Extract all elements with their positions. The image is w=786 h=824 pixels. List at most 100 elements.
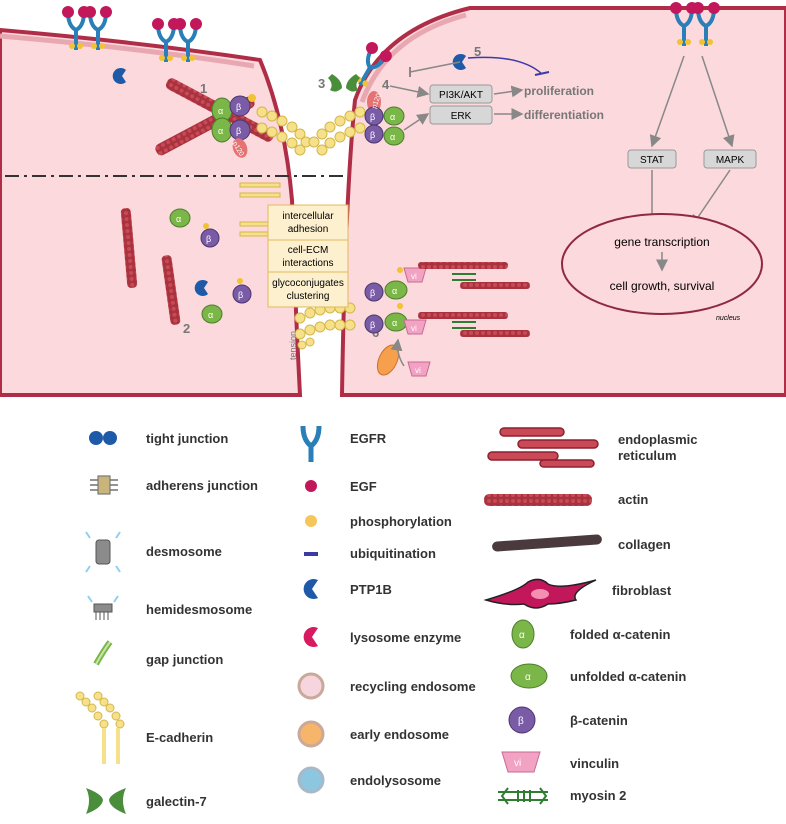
legend-folded-alpha-catenin: folded α-catenin bbox=[570, 627, 670, 642]
alpha-catenin-letter: α bbox=[392, 318, 397, 328]
folded-alpha-catenin-icon: α bbox=[511, 619, 535, 649]
desmosome-icon bbox=[85, 531, 121, 573]
legend-recycling-endosome: recycling endosome bbox=[350, 679, 476, 694]
legend-e-cadherin: E-cadherin bbox=[146, 730, 213, 745]
ubiquitination-icon bbox=[304, 552, 318, 556]
egfr-receptor-group bbox=[62, 2, 720, 87]
functions-box-line5: glycoconjugates bbox=[272, 278, 344, 289]
fibroblast-icon bbox=[483, 578, 597, 609]
left-cell-cytoplasm bbox=[0, 27, 303, 397]
beta-catenin-letter: β bbox=[206, 234, 211, 244]
legend-phosphorylation: phosphorylation bbox=[350, 514, 452, 529]
alpha-catenin-letter: α bbox=[208, 310, 213, 320]
site-number-2: 2 bbox=[183, 321, 190, 336]
ptp1b-icon bbox=[194, 280, 208, 296]
legend-vinculin: vinculin bbox=[570, 756, 619, 771]
legend-adherens-junction: adherens junction bbox=[146, 478, 258, 493]
proliferation-label: proliferation bbox=[524, 84, 594, 98]
hemidesmosome-icon bbox=[87, 595, 119, 620]
collagen-icon bbox=[492, 534, 602, 552]
alpha-catenin-letter: α bbox=[218, 126, 223, 136]
ptp1b-icon bbox=[303, 579, 318, 599]
legend-ubiquitination: ubiquitination bbox=[350, 546, 436, 561]
e-cadherin-chains bbox=[239, 106, 366, 350]
early-endosome-icon bbox=[297, 720, 325, 748]
myosin-2-icon bbox=[498, 787, 548, 805]
legend: tight junction adherens junction desmoso… bbox=[75, 425, 697, 814]
beta-catenin-letter: β bbox=[370, 320, 375, 330]
alpha-catenin-letter: α bbox=[392, 286, 397, 296]
legend-fibroblast: fibroblast bbox=[612, 583, 672, 598]
functions-box-line6: clustering bbox=[287, 291, 330, 302]
galectin-7-icon bbox=[328, 74, 360, 92]
legend-ptp1b: PTP1B bbox=[350, 582, 392, 597]
tension-label: tension bbox=[288, 331, 298, 360]
functions-box-line2: adhesion bbox=[288, 224, 329, 235]
site-number-5: 5 bbox=[474, 44, 481, 59]
adherens-complex-1: α α β β p120 bbox=[155, 78, 275, 158]
beta-catenin-letter: β bbox=[370, 288, 375, 298]
recycling-endosome-icon bbox=[297, 672, 325, 700]
vinculin-letter: vi bbox=[415, 366, 421, 375]
site-number-3: 3 bbox=[318, 76, 325, 91]
adherens-complex-6: β β α α vi vi vi bbox=[364, 262, 530, 377]
egfr-icon bbox=[300, 425, 322, 462]
lysosome-enzyme-icon bbox=[303, 627, 318, 647]
galectin-7-icon bbox=[86, 788, 126, 814]
cell-panel bbox=[0, 6, 786, 397]
nucleus: gene transcription cell growth, survival… bbox=[561, 213, 763, 322]
tight-junction-icon bbox=[89, 431, 117, 445]
alpha-catenin-letter: α bbox=[519, 630, 525, 641]
legend-egfr: EGFR bbox=[350, 431, 387, 446]
vinculin-letter: vi bbox=[411, 324, 417, 333]
beta-catenin-letter: β bbox=[518, 716, 524, 727]
vinculin-letter: vi bbox=[514, 758, 521, 769]
actin-icon bbox=[484, 494, 592, 506]
site-number-1: 1 bbox=[200, 81, 207, 96]
alpha-catenin-letter: α bbox=[176, 214, 181, 224]
beta-catenin-letter: β bbox=[236, 102, 241, 112]
endoplasmic-reticulum-icon bbox=[487, 427, 599, 468]
phosphorylation-icon bbox=[305, 515, 317, 527]
mapk-label: MAPK bbox=[716, 155, 745, 166]
functions-box-line1: intercellular bbox=[282, 211, 334, 222]
legend-early-endosome: early endosome bbox=[350, 727, 449, 742]
legend-galectin-7: galectin-7 bbox=[146, 794, 207, 809]
erk-label: ERK bbox=[451, 111, 472, 122]
vinculin-icon: vi bbox=[501, 751, 541, 773]
beta-catenin-letter: β bbox=[236, 126, 241, 136]
unfolded-alpha-catenin-icon: α bbox=[510, 663, 548, 689]
e-cadherin-icon bbox=[75, 691, 125, 764]
egf-icon bbox=[305, 480, 317, 492]
differentiation-label: differentiation bbox=[524, 108, 604, 122]
legend-endoplasmic-reticulum-line1: endoplasmic bbox=[618, 432, 697, 447]
stat-label: STAT bbox=[640, 155, 664, 166]
legend-collagen: collagen bbox=[618, 537, 671, 552]
beta-catenin-icon: β bbox=[508, 706, 536, 734]
vinculin-letter: vi bbox=[411, 272, 417, 281]
legend-beta-catenin: β-catenin bbox=[570, 713, 628, 728]
legend-myosin-2: myosin 2 bbox=[570, 788, 626, 803]
legend-tight-junction: tight junction bbox=[146, 431, 228, 446]
site-number-4: 4 bbox=[382, 77, 390, 92]
nucleus-label: nucleus bbox=[716, 315, 741, 322]
legend-endolysosome: endolysosome bbox=[350, 773, 441, 788]
legend-endoplasmic-reticulum-line2: reticulum bbox=[618, 448, 677, 463]
adherens-complex-4: p120 β β α α bbox=[364, 91, 405, 146]
functions-box: intercellular adhesion cell-ECM interact… bbox=[267, 204, 349, 308]
cell-growth-label: cell growth, survival bbox=[610, 279, 715, 293]
legend-gap-junction: gap junction bbox=[146, 652, 223, 667]
legend-actin: actin bbox=[618, 492, 648, 507]
endolysosome-icon bbox=[297, 766, 325, 794]
legend-egf: EGF bbox=[350, 479, 377, 494]
alpha-catenin-letter: α bbox=[218, 106, 223, 116]
legend-unfolded-alpha-catenin: unfolded α-catenin bbox=[570, 669, 686, 684]
functions-box-line4: interactions bbox=[282, 258, 333, 269]
beta-catenin-letter: β bbox=[370, 130, 375, 140]
cytoplasm-components-2: α β β α bbox=[120, 208, 252, 325]
legend-lysosome-enzyme: lysosome enzyme bbox=[350, 630, 461, 645]
pi3k-akt-label: PI3K/AKT bbox=[439, 90, 483, 101]
p120-label: p120 bbox=[371, 93, 383, 110]
legend-hemidesmosome: hemidesmosome bbox=[146, 602, 252, 617]
adherens-junction-icon bbox=[90, 475, 118, 495]
